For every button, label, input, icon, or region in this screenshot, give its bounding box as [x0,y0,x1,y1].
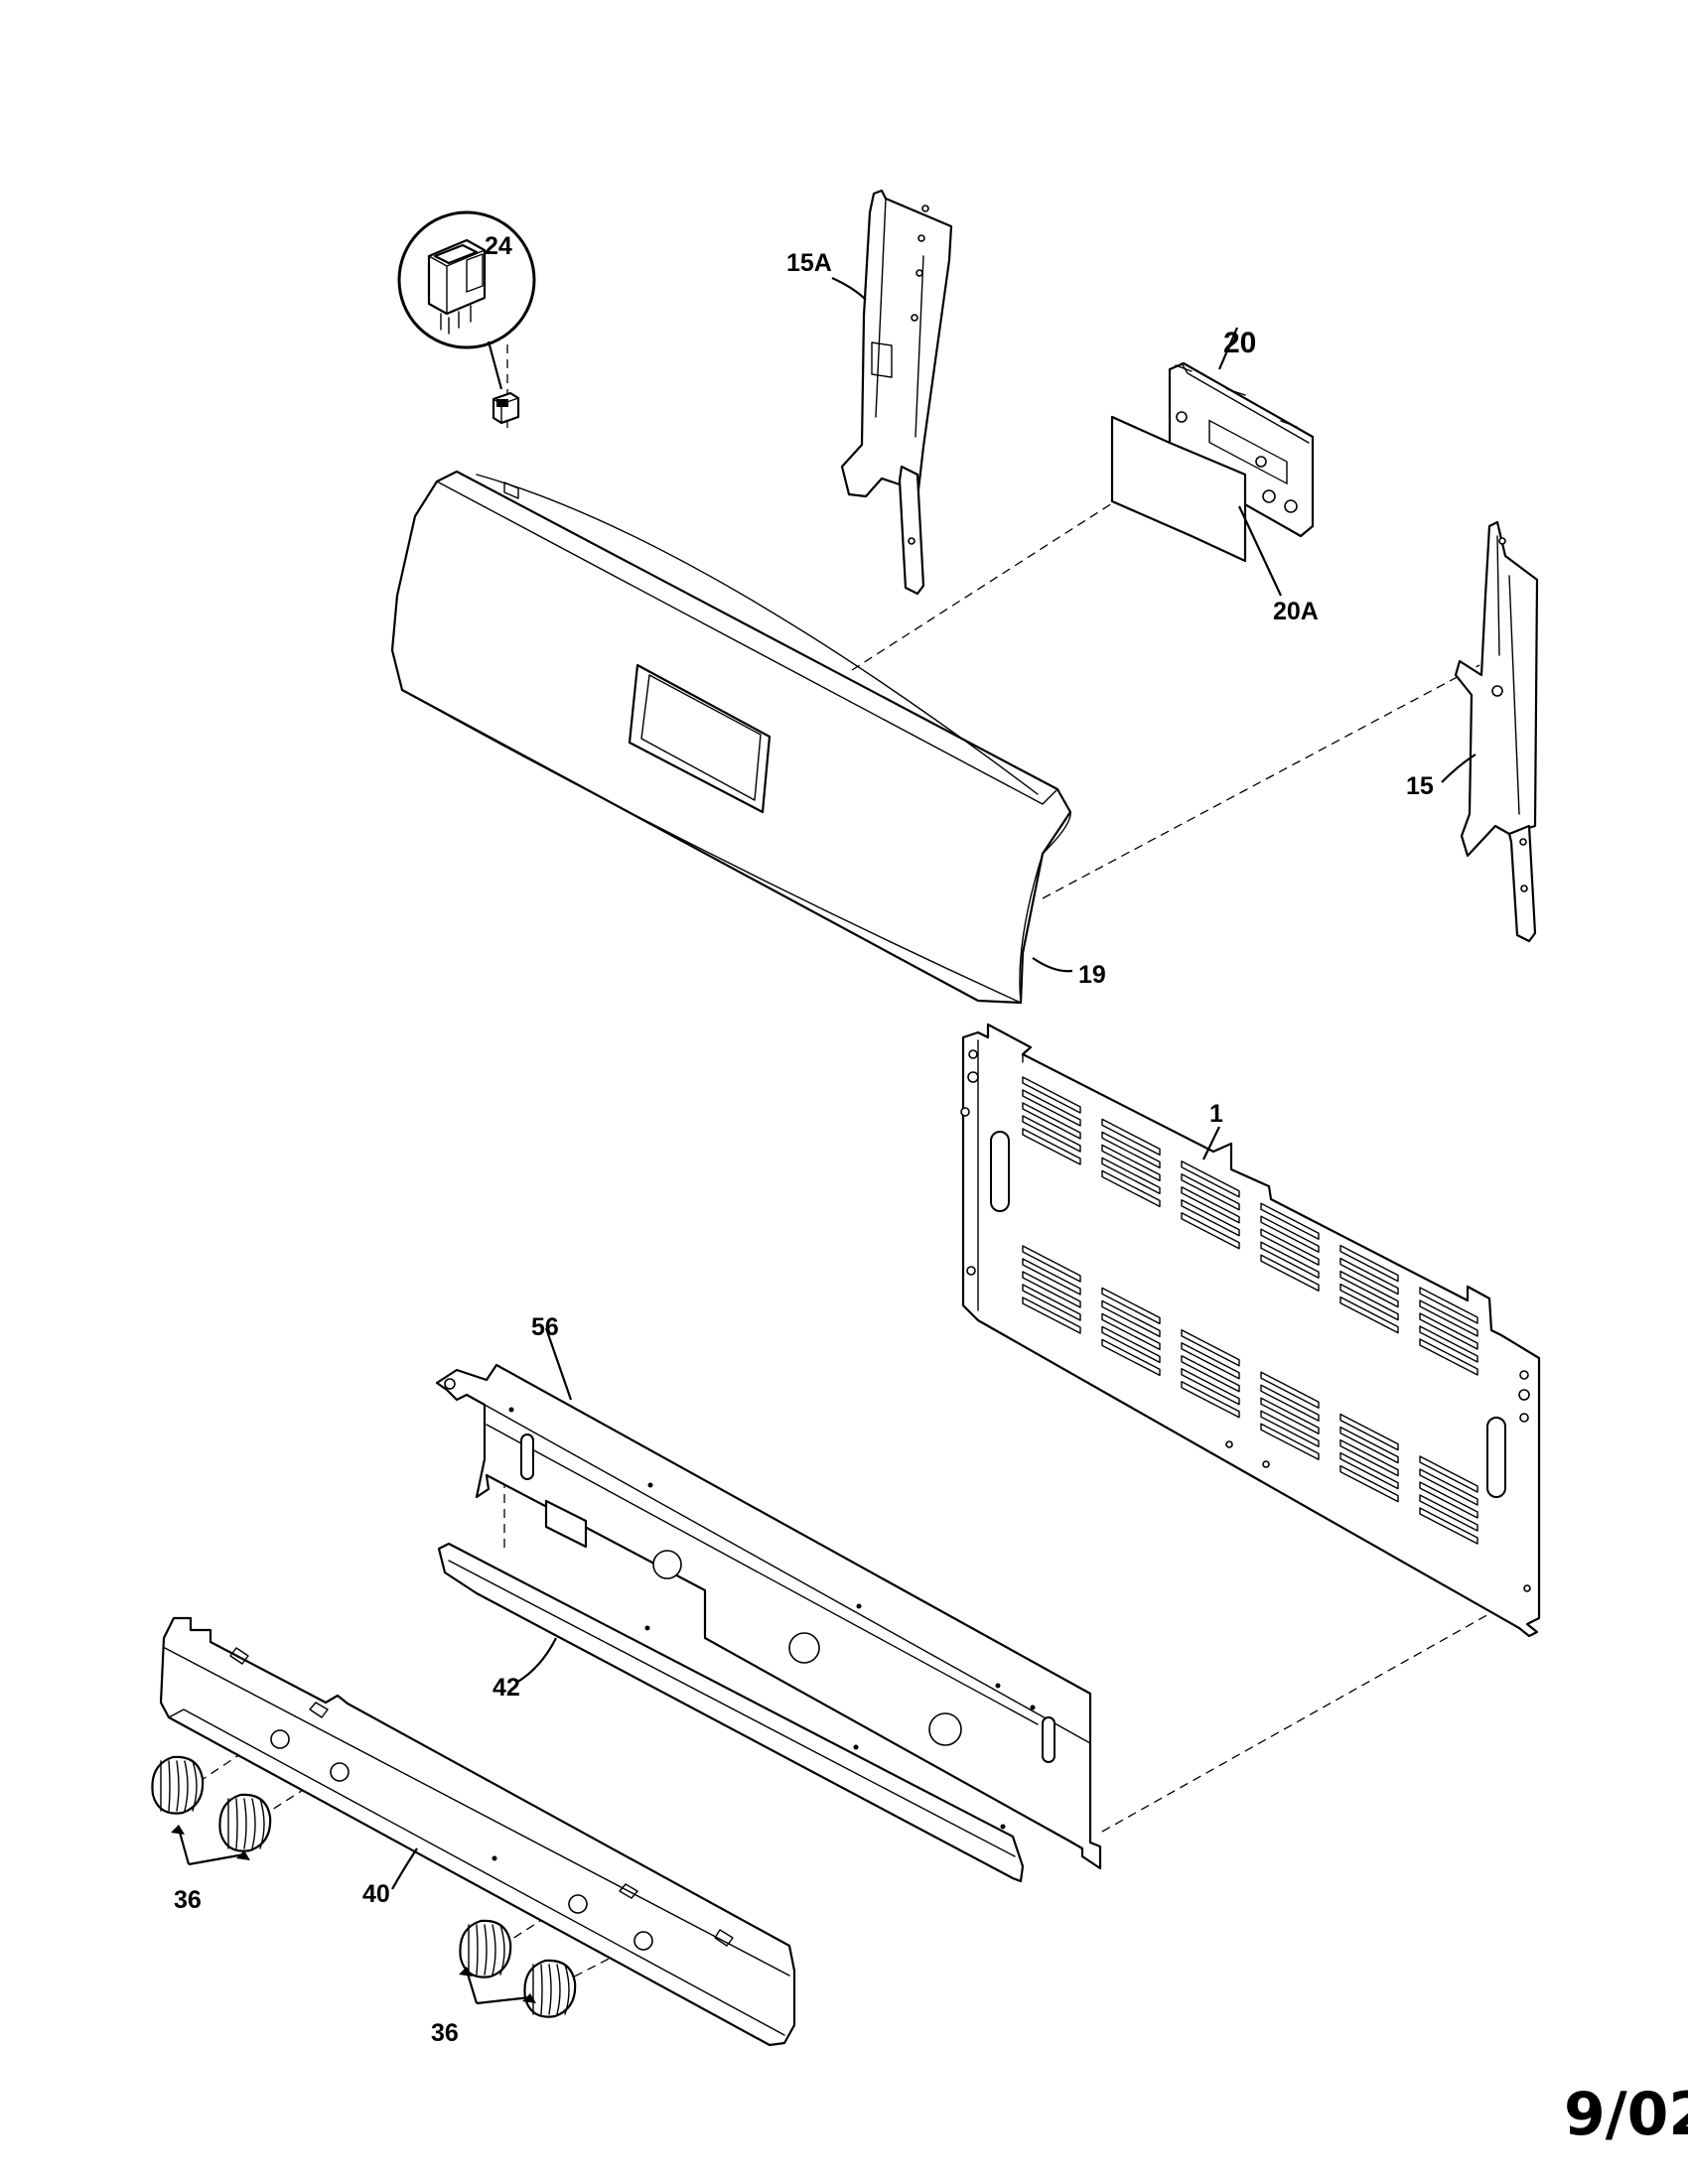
louver-slot [1419,1455,1478,1493]
burner-knob [459,1919,512,1979]
louver-slot [1260,1215,1320,1253]
louver-slot [1101,1338,1161,1377]
louver-slot [1419,1494,1478,1532]
louver-slot [1339,1413,1399,1451]
callout-36-right: 36 [431,2019,459,2047]
louver-slot [1022,1102,1081,1140]
callout-15a: 15A [786,249,832,277]
rear-panel [960,1023,1541,1638]
louver-slot [1181,1212,1240,1250]
louver-slot [1101,1325,1161,1364]
callout-42: 42 [492,1674,520,1702]
louver-slot [1260,1202,1320,1240]
louver-slot [1022,1076,1081,1114]
louver-slot [1260,1384,1320,1422]
louver-slot [1339,1451,1399,1490]
louver-slot [1101,1157,1161,1195]
louver-slot [1260,1228,1320,1266]
clock-overlay [1110,415,1247,563]
callout-20: 20 [1223,327,1256,359]
louver-slot [1339,1270,1399,1308]
louver-slot [1260,1254,1320,1292]
louver-slot [1022,1245,1081,1283]
callout-15: 15 [1406,772,1434,800]
louver-slot [1419,1468,1478,1506]
callout-36-left: 36 [174,1886,202,1914]
louver-slot [1022,1115,1081,1153]
callout-40: 40 [362,1880,390,1908]
louver-slot [1419,1312,1478,1350]
louver-slot [1101,1118,1161,1157]
louver-slot [1260,1371,1320,1409]
right-end-bracket [1454,520,1539,943]
louver-slot [1419,1325,1478,1363]
callout-1: 1 [1209,1100,1223,1128]
louver-slot [1022,1284,1081,1321]
louver-slot [1181,1199,1240,1237]
callout-56: 56 [531,1313,559,1341]
manifold-panel [159,1616,796,2047]
louver-slot [1339,1283,1399,1321]
control-panel-frame [435,1363,1102,1870]
louver-slot [1339,1296,1399,1334]
louver-slot [1181,1381,1240,1419]
louver-slot [1260,1423,1320,1460]
clock-timer [1168,361,1315,538]
louver-slot [1181,1329,1240,1367]
louver-group [1022,1076,1478,1545]
burner-knob [151,1755,205,1815]
louver-slot [1260,1397,1320,1434]
callout-24: 24 [485,232,512,260]
louver-slot [1419,1287,1478,1324]
callout-19: 19 [1078,961,1106,989]
louver-slot [1339,1257,1399,1296]
louver-slot [1339,1244,1399,1283]
louver-slot [1022,1128,1081,1165]
louver-slot [1260,1241,1320,1279]
louver-slot [1419,1481,1478,1519]
louver-slot [1339,1464,1399,1503]
burner-knob [523,1959,577,2018]
louver-slot [1022,1271,1081,1308]
louver-slot [1419,1507,1478,1545]
louver-slot [1101,1169,1161,1208]
knob-group [151,1755,577,2018]
louver-slot [1022,1258,1081,1296]
louver-slot [1419,1338,1478,1376]
backguard-housing [390,470,1072,1005]
louver-slot [1181,1186,1240,1224]
louver-slot [1101,1287,1161,1325]
louver-slot [1101,1299,1161,1338]
burner-knob [218,1793,272,1852]
louver-slot [1181,1173,1240,1211]
louver-slot [1022,1297,1081,1334]
louver-slot [1260,1410,1320,1447]
louver-slot [1022,1089,1081,1127]
date-code: 9/02 [1564,2080,1688,2149]
louver-slot [1339,1426,1399,1464]
louver-slot [1101,1144,1161,1182]
switch-inset [397,210,536,349]
louver-slot [1101,1131,1161,1169]
louver-slot [1181,1160,1240,1198]
louver-slot [1101,1312,1161,1351]
switch-part [492,391,520,425]
louver-slot [1181,1368,1240,1406]
trim-strip [437,1542,1025,1883]
louver-slot [1419,1299,1478,1337]
louver-slot [1339,1438,1399,1477]
louver-slot [1181,1355,1240,1393]
louver-slot [1181,1342,1240,1380]
callout-20a: 20A [1273,598,1319,625]
left-end-bracket [840,189,953,596]
